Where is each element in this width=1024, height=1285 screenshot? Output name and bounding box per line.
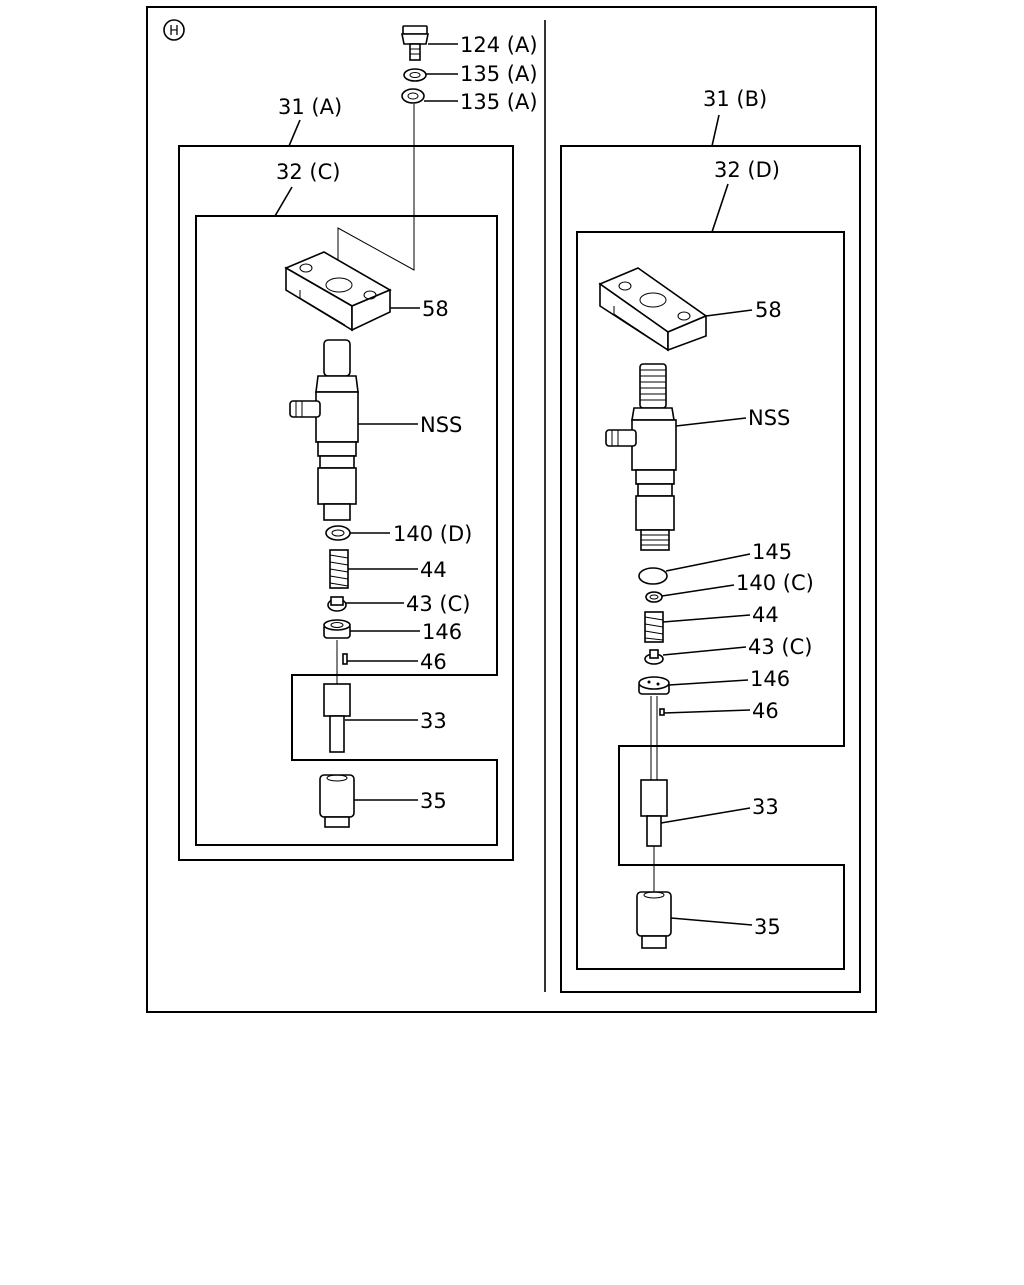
label-135a-lower: 135 (A) <box>460 90 538 114</box>
bolt-axis-line <box>337 104 415 282</box>
label-32d: 32 (D) <box>714 158 780 182</box>
washer-135a-lower <box>401 88 425 104</box>
label-44-right: 44 <box>752 603 779 627</box>
leader-35-right <box>670 917 753 926</box>
label-35-right: 35 <box>754 915 781 939</box>
label-140d-left: 140 (D) <box>393 522 472 546</box>
nozzle-33-right <box>640 779 668 847</box>
label-135a-upper: 135 (A) <box>460 62 538 86</box>
pin-46-left <box>342 653 348 665</box>
label-146-left: 146 <box>422 620 462 644</box>
label-58-left: 58 <box>422 297 449 321</box>
leader-31b <box>711 114 720 147</box>
label-31b: 31 (B) <box>703 87 767 111</box>
leader-33-right <box>660 807 751 824</box>
bolt-124a <box>401 25 429 61</box>
retaining-nut-35-right <box>636 891 672 949</box>
leader-32d <box>711 183 729 233</box>
leader-31a <box>288 119 301 147</box>
bracket-58-right <box>598 267 708 352</box>
injector-body-left <box>289 339 359 521</box>
assembly-box-31b <box>560 145 861 993</box>
label-124a: 124 (A) <box>460 33 538 57</box>
spring-44-left <box>329 549 349 589</box>
label-146-right: 146 <box>750 667 790 691</box>
injector-body-right <box>605 363 677 551</box>
label-31a: 31 (A) <box>278 95 342 119</box>
label-43c-left: 43 (C) <box>406 592 470 616</box>
label-145-right: 145 <box>752 540 792 564</box>
assembly-box-32c <box>195 215 498 846</box>
bracket-58-left <box>284 251 392 332</box>
label-35-left: 35 <box>420 789 447 813</box>
label-nss-left: NSS <box>420 413 462 437</box>
washer-140d-left <box>325 525 351 541</box>
label-33-right: 33 <box>752 795 779 819</box>
leader-58-right <box>705 309 753 317</box>
spring-seat-43c-left <box>327 596 347 612</box>
leader-43c-right <box>662 646 747 656</box>
leader-32c <box>274 186 293 217</box>
spacer-146-left <box>323 619 351 639</box>
label-46-right: 46 <box>752 699 779 723</box>
label-44-left: 44 <box>420 558 447 582</box>
label-140c-right: 140 (C) <box>736 571 814 595</box>
section-marker-text: H <box>169 24 179 39</box>
label-32c: 32 (C) <box>276 160 340 184</box>
retaining-nut-35-left <box>319 774 355 828</box>
section-marker: H <box>163 19 185 41</box>
spring-seat-43c-right <box>644 649 664 665</box>
leader-44-right <box>662 614 751 623</box>
spring-44-right <box>644 611 664 643</box>
nozzle-33-left <box>323 683 351 753</box>
leader-nss-right <box>675 417 747 427</box>
leader-140c-right <box>661 584 735 597</box>
washer-140c-right <box>645 591 663 603</box>
pin-46-right <box>659 708 665 716</box>
label-43c-right: 43 (C) <box>748 635 812 659</box>
label-58-right: 58 <box>755 298 782 322</box>
label-33-left: 33 <box>420 709 447 733</box>
assembly-box-32d <box>576 231 845 970</box>
leader-46-right <box>663 709 751 714</box>
leader-145-right <box>665 553 751 572</box>
label-46-left: 46 <box>420 650 447 674</box>
leader-146-right <box>668 679 749 686</box>
shim-145-right <box>638 567 668 585</box>
label-nss-right: NSS <box>748 406 790 430</box>
diagram-frame <box>146 6 877 1013</box>
spacer-146-right <box>638 676 670 695</box>
washer-135a-upper <box>403 68 427 82</box>
assembly-box-31a <box>178 145 514 861</box>
